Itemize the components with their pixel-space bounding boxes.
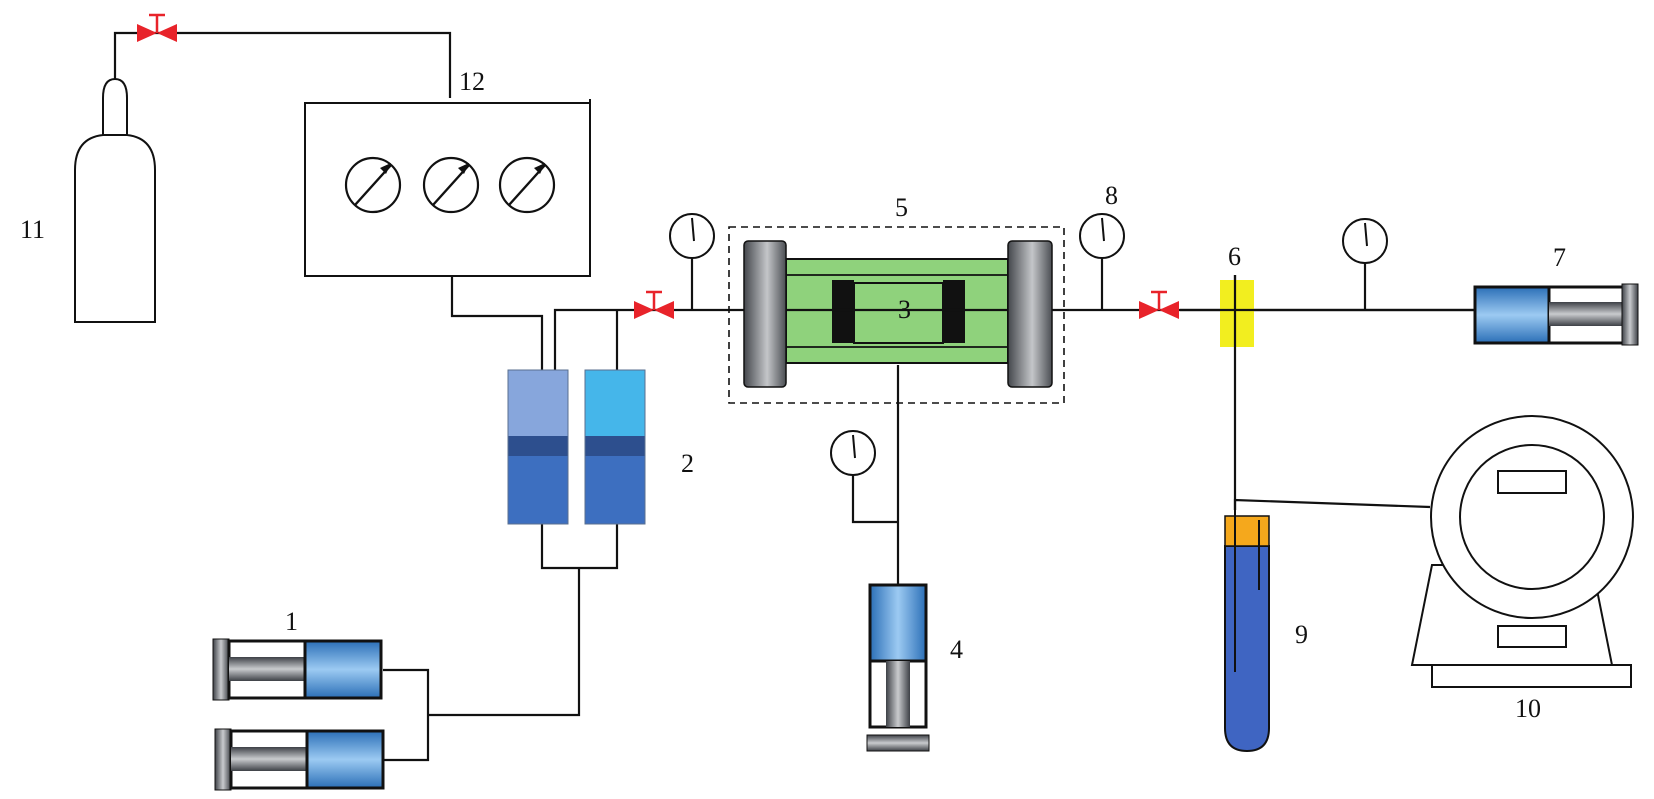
accumulator-left <box>507 369 569 525</box>
core-holder-box <box>728 226 1065 404</box>
label-collection-tube: 9 <box>1295 620 1308 649</box>
collection-tube <box>1224 510 1270 753</box>
valve-inlet[interactable] <box>634 290 674 319</box>
syringe-pump-lower <box>214 728 385 791</box>
label-core-holder-box: 5 <box>895 193 908 222</box>
pressure-gauge-confining-icon <box>830 430 876 476</box>
label-core: 3 <box>898 295 911 324</box>
syringe-pump-upper <box>212 638 383 701</box>
core-holder <box>743 240 1053 388</box>
pressure-gauge-outlet-icon <box>1079 213 1125 259</box>
label-centrifuge: 10 <box>1515 694 1541 723</box>
label-sampling-port: 6 <box>1228 242 1241 271</box>
control-panel <box>304 99 591 277</box>
back-pressure-pump <box>1473 283 1639 346</box>
accumulator-right <box>584 369 646 525</box>
label-confining-pump: 4 <box>950 635 963 664</box>
label-accumulators: 2 <box>681 449 694 478</box>
gauge-dial-3-icon <box>498 156 556 214</box>
centrifuge <box>1410 415 1634 688</box>
label-control-panel: 12 <box>459 67 485 96</box>
gauge-dial-1-icon <box>344 156 402 214</box>
gauge-dial-2-icon <box>422 156 480 214</box>
gas-cylinder <box>74 77 156 323</box>
pressure-gauge-back-icon <box>1342 218 1388 264</box>
valve-outlet[interactable] <box>1139 290 1179 319</box>
label-gas-cylinder: 11 <box>20 215 45 244</box>
pressure-gauge-inlet-icon <box>669 213 715 259</box>
confining-pump <box>866 583 930 752</box>
label-outlet-gauge: 8 <box>1105 181 1118 210</box>
label-pump-pair: 1 <box>285 607 298 636</box>
label-back-pressure-pump: 7 <box>1553 243 1566 272</box>
valve-gas-cylinder[interactable] <box>137 13 177 42</box>
sampling-port <box>1220 280 1254 347</box>
